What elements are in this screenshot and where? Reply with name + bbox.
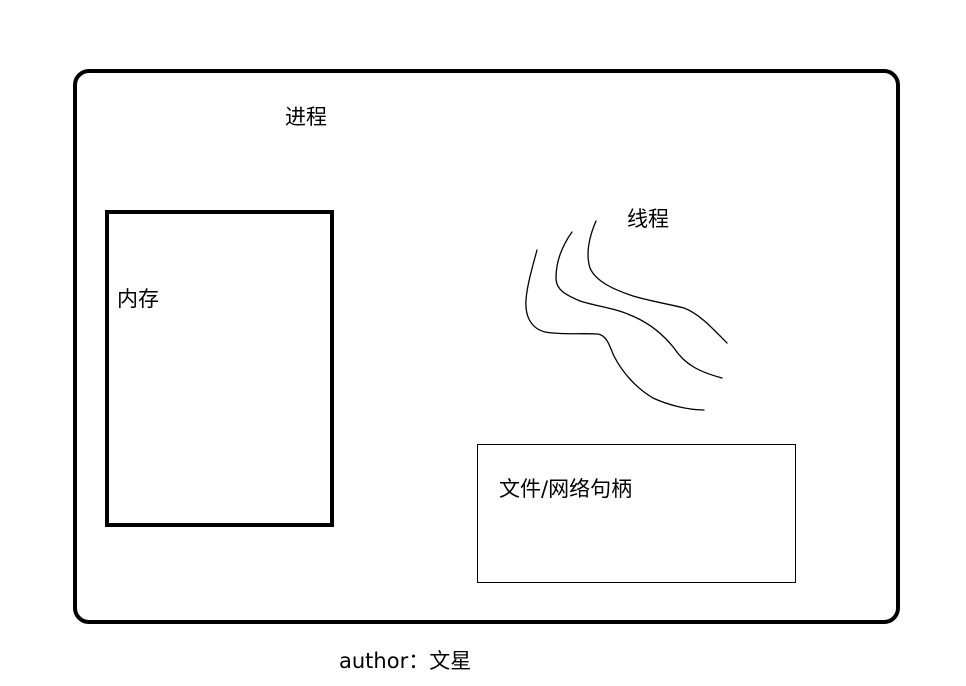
file-network-handles-box	[477, 444, 796, 583]
memory-label: 内存	[117, 287, 159, 311]
file-network-handles-label: 文件/网络句柄	[499, 477, 633, 501]
memory-box	[105, 210, 334, 527]
process-label: 进程	[285, 105, 327, 129]
author-label: author：文星	[339, 649, 472, 673]
thread-label: 线程	[627, 207, 669, 231]
process-container	[73, 69, 900, 624]
